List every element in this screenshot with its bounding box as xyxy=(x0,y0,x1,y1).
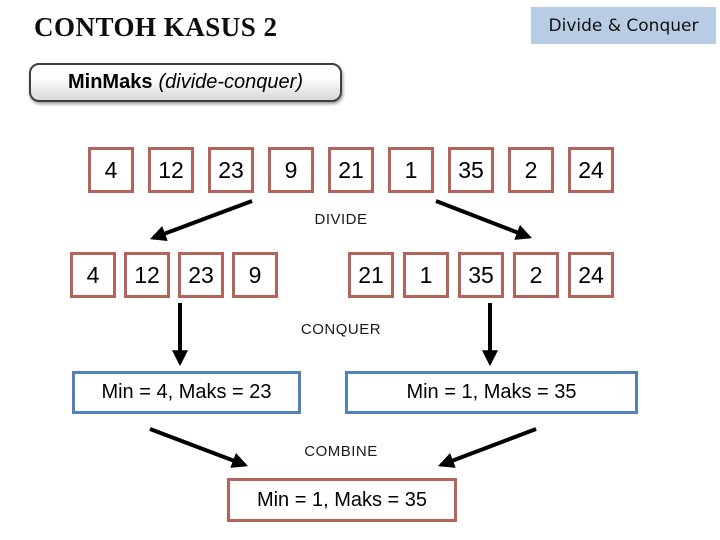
array-cell: 24 xyxy=(568,252,614,298)
array-cell: 9 xyxy=(232,252,278,298)
array-cell: 4 xyxy=(70,252,116,298)
array-cell: 1 xyxy=(388,147,434,193)
minmaks-heading-box: MinMaks (divide-conquer) xyxy=(29,63,342,102)
array-cell: 23 xyxy=(208,147,254,193)
array-cell: 35 xyxy=(448,147,494,193)
array-cell: 23 xyxy=(178,252,224,298)
divide-label: DIVIDE xyxy=(314,211,368,228)
combine-label: COMBINE xyxy=(304,443,378,460)
conquer-label: CONQUER xyxy=(300,321,382,338)
array-cell: 12 xyxy=(124,252,170,298)
array-row-full: 4 12 23 9 21 1 35 2 24 xyxy=(88,147,614,193)
array-cell: 12 xyxy=(148,147,194,193)
array-cell: 2 xyxy=(508,147,554,193)
array-cell: 4 xyxy=(88,147,134,193)
array-cell: 21 xyxy=(348,252,394,298)
array-cell: 35 xyxy=(458,252,504,298)
slide-title: CONTOH KASUS 2 xyxy=(34,12,278,42)
array-cell: 1 xyxy=(403,252,449,298)
array-cell: 24 xyxy=(568,147,614,193)
course-topic-badge: Divide & Conquer xyxy=(531,7,716,44)
result-box-final: Min = 1, Maks = 35 xyxy=(227,478,457,522)
array-cell: 9 xyxy=(268,147,314,193)
result-box-left: Min = 4, Maks = 23 xyxy=(72,371,301,414)
array-cell: 2 xyxy=(513,252,559,298)
minmaks-heading-method: (divide-conquer) xyxy=(158,71,303,93)
array-cell: 21 xyxy=(328,147,374,193)
minmaks-heading-name: MinMaks xyxy=(68,71,153,93)
result-box-right: Min = 1, Maks = 35 xyxy=(345,371,638,414)
